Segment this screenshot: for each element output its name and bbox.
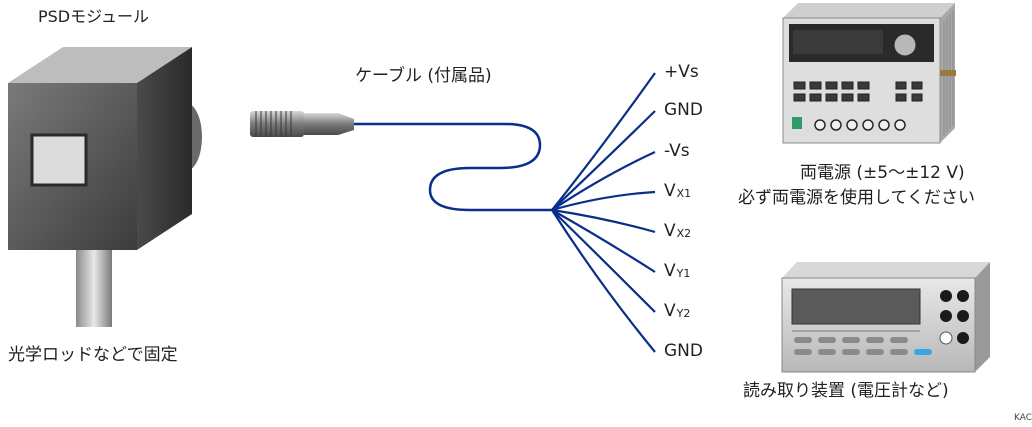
wire-label: VY2 — [664, 301, 691, 321]
wire-4 — [551, 190, 656, 212]
ps-top — [783, 3, 955, 18]
wire-3 — [551, 151, 656, 211]
ps-rail — [936, 70, 956, 76]
cable-connector — [250, 111, 354, 137]
wire-fanout — [551, 72, 656, 353]
connector-strain-relief — [304, 113, 354, 135]
mount-rod — [76, 250, 112, 327]
figure-code: KAC — [1014, 413, 1032, 423]
power-supply-note: 必ず両電源を使用してください — [738, 188, 975, 208]
ps-display — [793, 30, 883, 54]
meter-blue-button — [914, 349, 932, 355]
module-title: PSDモジュール — [38, 7, 150, 26]
wire-1 — [551, 72, 656, 211]
cable-label: ケーブル (付属品) — [355, 66, 492, 86]
wire-label: VX2 — [664, 221, 692, 241]
wire-label: GND — [664, 100, 703, 120]
wire-8 — [551, 209, 656, 353]
reader-label: 読み取り装置 (電圧計など) — [743, 381, 949, 401]
connector-body — [250, 111, 304, 137]
psd-module-illustration — [8, 47, 202, 327]
wire-5 — [551, 208, 656, 234]
meter-side — [975, 262, 990, 372]
meter-display — [791, 288, 921, 325]
wire-6 — [551, 209, 656, 273]
wire-label: -Vs — [664, 141, 690, 161]
cube-side — [137, 47, 192, 250]
cable-line — [354, 122, 552, 212]
wire-label: VY1 — [664, 261, 691, 281]
ps-power-switch — [792, 117, 802, 129]
meter-top — [782, 262, 990, 278]
ps-knob — [893, 33, 917, 57]
meter-white-terminal — [939, 331, 953, 345]
sensor-window — [30, 133, 88, 187]
wire-label: +Vs — [664, 62, 699, 82]
voltmeter-illustration — [781, 262, 990, 373]
power-supply-label: 両電源 (±5～±12 V) — [800, 163, 965, 183]
wire-2 — [551, 110, 656, 211]
wire-label: VX1 — [664, 181, 692, 201]
wire-7 — [551, 209, 656, 313]
mount-note: 光学ロッドなどで固定 — [8, 345, 178, 365]
power-supply-illustration — [782, 3, 956, 144]
wire-label: GND — [664, 341, 703, 361]
cube-top — [8, 47, 192, 83]
